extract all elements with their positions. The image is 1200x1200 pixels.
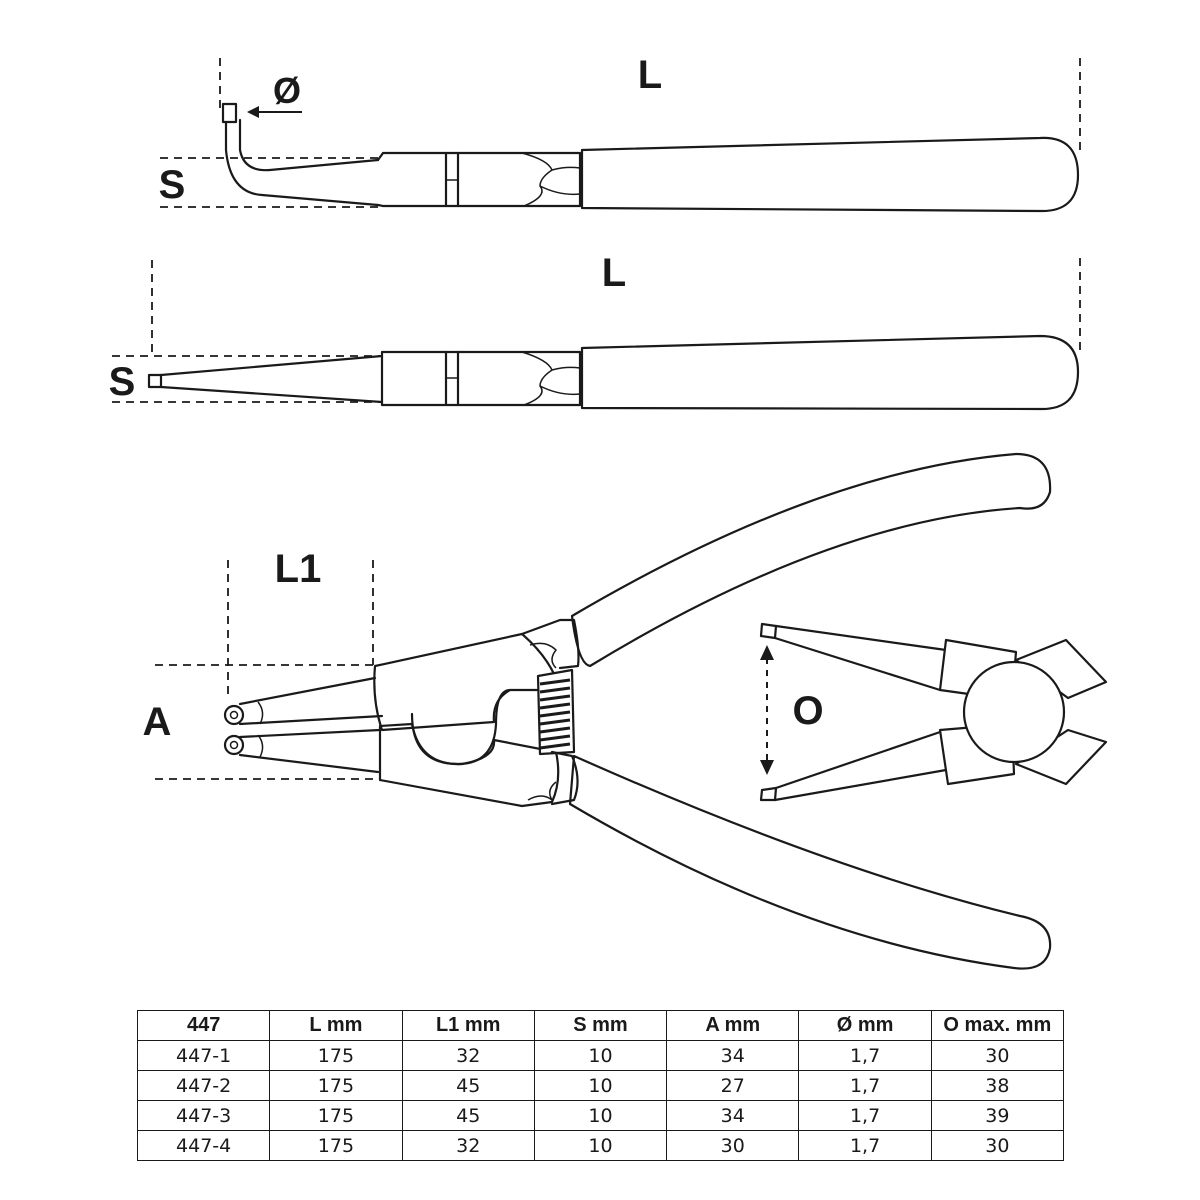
header-l: L mm — [269, 1010, 403, 1041]
cell-o-max: 30 — [930, 1040, 1065, 1071]
header-a: A mm — [666, 1010, 800, 1041]
label-l1: L1 — [275, 547, 322, 591]
table-row: 447-2 175 45 10 27 1,7 38 — [136, 1070, 1065, 1101]
cell-l1: 45 — [401, 1100, 535, 1131]
header-l1: L1 mm — [401, 1010, 535, 1041]
header-o-max: O max. mm — [930, 1010, 1065, 1041]
label-diameter: Ø — [273, 70, 301, 111]
label-a: A — [143, 700, 172, 744]
label-top-length: L — [638, 53, 662, 97]
header-diameter: Ø mm — [798, 1010, 932, 1041]
header-article: 447 — [136, 1010, 271, 1041]
arrow-left-icon — [247, 106, 259, 118]
cell-s: 10 — [533, 1070, 668, 1101]
label-o: O — [792, 689, 823, 733]
cell-article: 447-3 — [136, 1100, 271, 1131]
bent-tip-pliers-side-view — [160, 58, 1081, 213]
pliers-top-view — [155, 452, 1052, 970]
open-jaw-detail — [759, 622, 1108, 802]
table-row: 447-4 175 32 10 30 1,7 30 — [136, 1130, 1065, 1161]
arrow-down-icon — [760, 760, 774, 775]
cell-diameter: 1,7 — [798, 1040, 932, 1071]
cell-l1: 32 — [401, 1040, 535, 1071]
label-middle-s: S — [109, 360, 136, 404]
cell-l1: 32 — [401, 1130, 535, 1161]
cell-s: 10 — [533, 1040, 668, 1071]
cell-diameter: 1,7 — [798, 1100, 932, 1131]
cell-o-max: 38 — [930, 1070, 1065, 1101]
cell-a: 30 — [666, 1130, 800, 1161]
cell-article: 447-1 — [136, 1040, 271, 1071]
table-row: 447-3 175 45 10 34 1,7 39 — [136, 1100, 1065, 1131]
cell-l: 175 — [269, 1070, 403, 1101]
cell-l1: 45 — [401, 1070, 535, 1101]
cell-l: 175 — [269, 1100, 403, 1131]
cell-l: 175 — [269, 1040, 403, 1071]
header-s: S mm — [533, 1010, 668, 1041]
spring — [536, 668, 576, 756]
label-middle-length: L — [602, 251, 626, 295]
cell-diameter: 1,7 — [798, 1070, 932, 1101]
straight-tip-pliers-side-view — [112, 258, 1081, 411]
label-top-s: S — [159, 163, 186, 207]
cell-s: 10 — [533, 1100, 668, 1131]
cell-a: 27 — [666, 1070, 800, 1101]
table-header-row: 447 L mm L1 mm S mm A mm Ø mm O max. mm — [136, 1010, 1065, 1041]
cell-a: 34 — [666, 1040, 800, 1071]
cell-l: 175 — [269, 1130, 403, 1161]
pliers-technical-drawing: Ø L S L S L1 A O — [109, 53, 1108, 970]
cell-a: 34 — [666, 1100, 800, 1131]
cell-o-max: 39 — [930, 1100, 1065, 1131]
cell-diameter: 1,7 — [798, 1130, 932, 1161]
cell-article: 447-2 — [136, 1070, 271, 1101]
cell-article: 447-4 — [136, 1130, 271, 1161]
cell-o-max: 30 — [930, 1130, 1065, 1161]
arrow-up-icon — [760, 645, 774, 660]
table-row: 447-1 175 32 10 34 1,7 30 — [136, 1040, 1065, 1071]
cell-s: 10 — [533, 1130, 668, 1161]
specification-table: 447 L mm L1 mm S mm A mm Ø mm O max. mm … — [136, 1010, 1065, 1161]
